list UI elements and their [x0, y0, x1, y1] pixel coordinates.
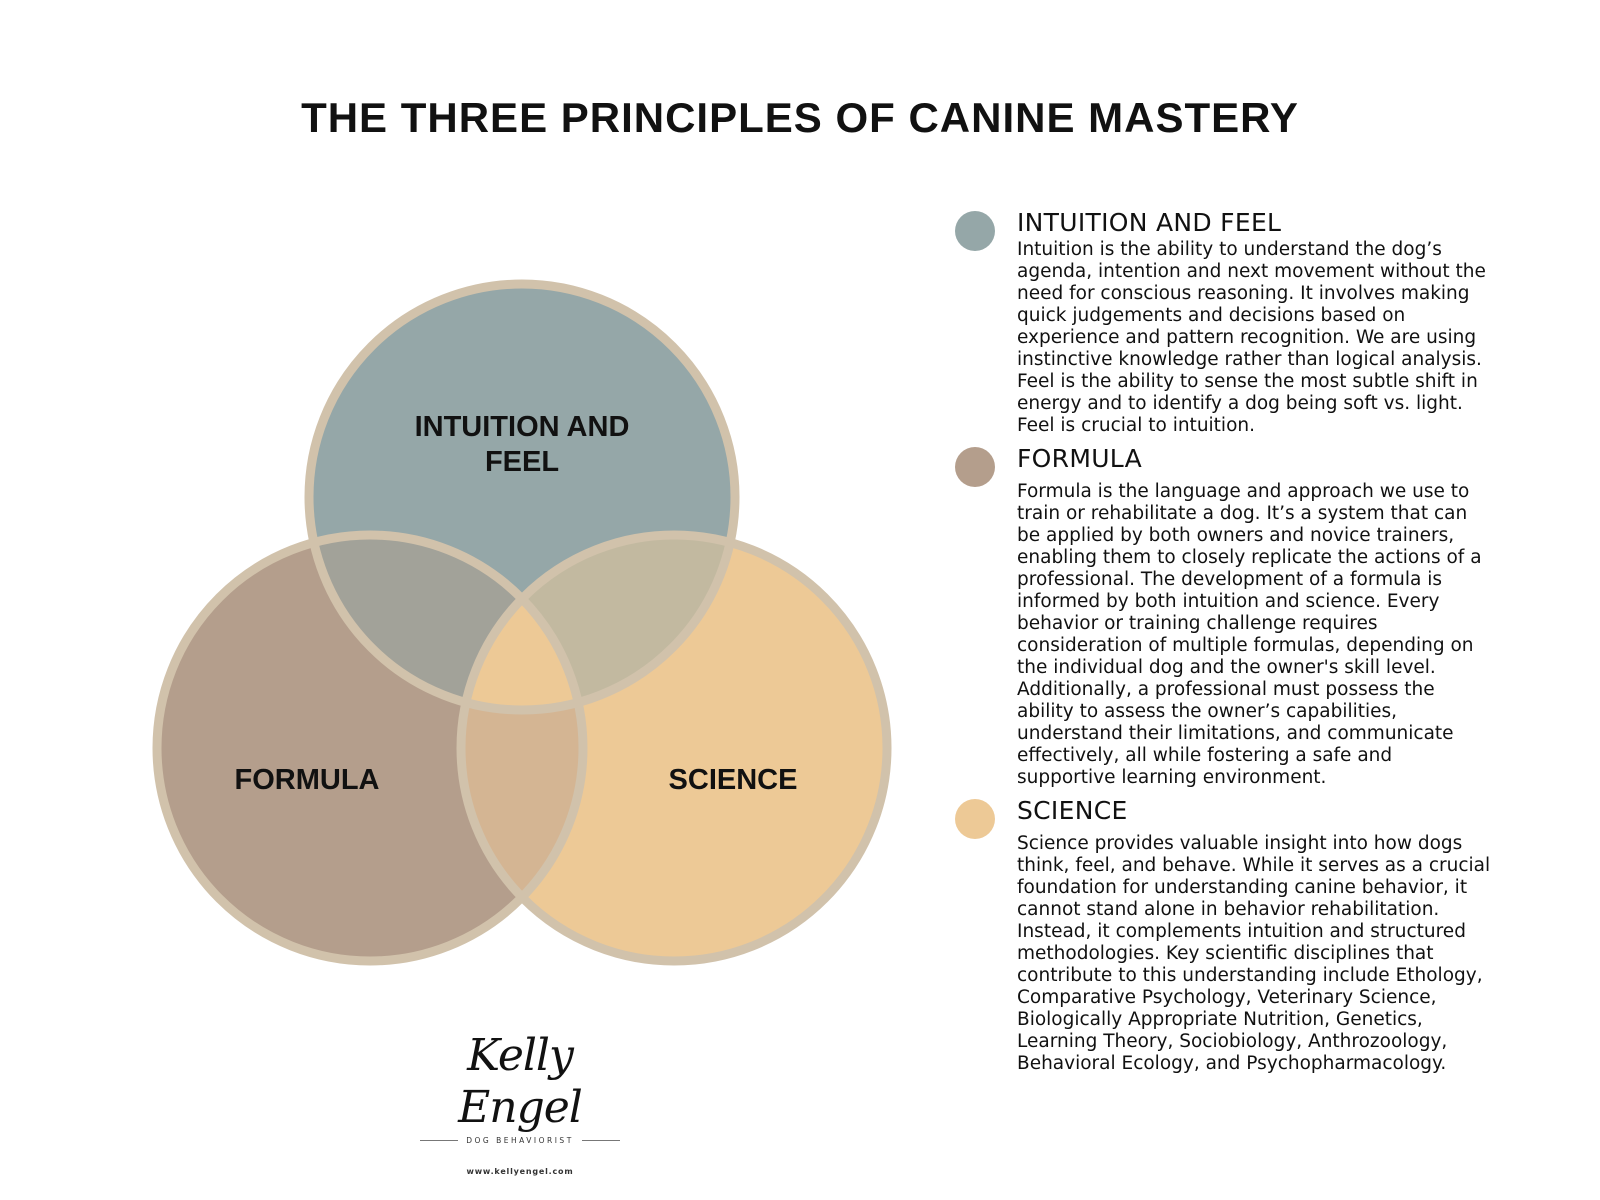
legend-heading: FORMULA — [1017, 444, 1143, 473]
legend-heading: INTUITION AND FEEL — [1017, 208, 1282, 237]
overlap-intuition-science — [461, 535, 735, 710]
legend: INTUITION AND FEEL Intuition is the abil… — [955, 207, 1495, 1075]
signature: Kelly Engel — [458, 1030, 583, 1133]
page-title: THE THREE PRINCIPLES OF CANINE MASTERY — [301, 94, 1299, 141]
legend-body: Intuition is the ability to understand t… — [1017, 239, 1486, 436]
legend-item-science: SCIENCE Science provides valuable insigh… — [955, 795, 1495, 1075]
ring-formula — [152, 530, 588, 966]
ring-science — [456, 530, 892, 966]
tagline: DOG BEHAVIORIST — [466, 1136, 574, 1145]
divider — [581, 1140, 620, 1141]
legend-item-intuition: INTUITION AND FEEL Intuition is the abil… — [955, 207, 1495, 437]
venn-diagram: INTUITION AND FEEL FORMULA SCIENCE — [152, 279, 892, 966]
legend-item-formula: FORMULA Formula is the language and appr… — [955, 443, 1495, 789]
tagline-row: DOG BEHAVIORIST — [420, 1136, 620, 1145]
legend-body: Science provides valuable insight into h… — [1017, 833, 1491, 1074]
dot-icon — [955, 211, 995, 251]
dot-icon — [955, 447, 995, 487]
label-intuition-line-2: FEEL — [485, 446, 559, 478]
legend-heading: SCIENCE — [1017, 796, 1128, 825]
ring-intuition — [304, 279, 740, 715]
label-formula: FORMULA — [235, 764, 380, 796]
website-link[interactable]: www.kellyengel.com — [466, 1167, 574, 1176]
dot-icon — [955, 799, 995, 839]
label-science: SCIENCE — [669, 764, 798, 796]
brand-logo: Kelly Engel DOG BEHAVIORIST www.kellyeng… — [420, 1030, 620, 1176]
divider — [420, 1140, 459, 1141]
legend-body: Formula is the language and approach we … — [1017, 481, 1482, 788]
overlap-intuition-formula — [309, 535, 583, 710]
label-intuition-line-1: INTUITION AND — [415, 411, 630, 443]
